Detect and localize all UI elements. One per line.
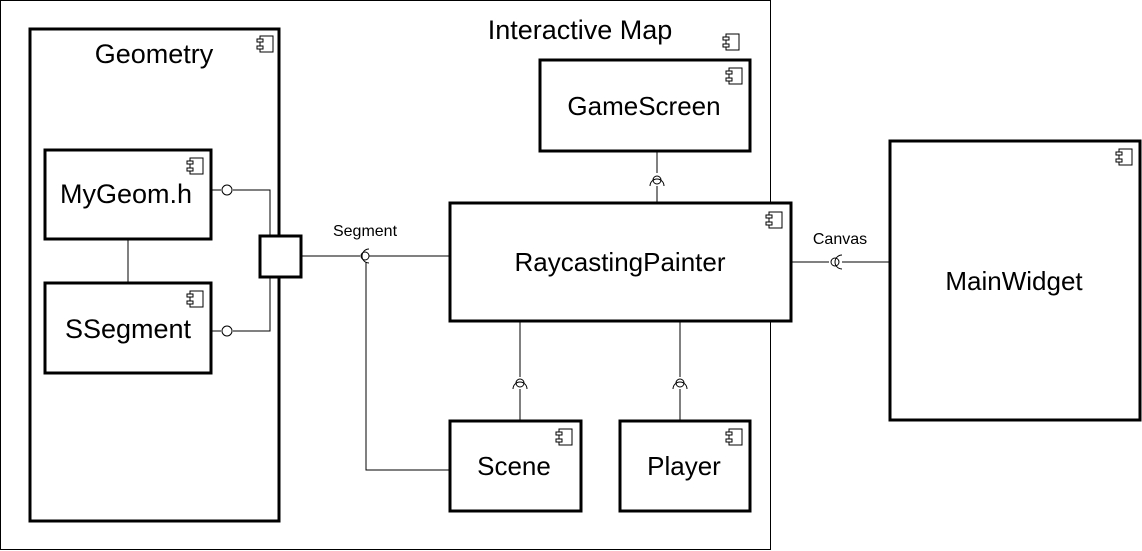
- scene-label: Scene: [477, 451, 551, 481]
- canvas-interface-label: Canvas: [813, 231, 867, 248]
- mygeom-component[interactable]: MyGeom.h: [43, 148, 213, 241]
- ssegment-component[interactable]: SSegment: [43, 281, 213, 375]
- ssegment-label: SSegment: [65, 314, 192, 344]
- gamescreen-component[interactable]: GameScreen: [538, 58, 752, 153]
- connectors: [127, 151, 890, 471]
- gamescreen-label: GameScreen: [567, 91, 720, 121]
- geometry-label: Geometry: [95, 39, 214, 69]
- raycasting-painter-component[interactable]: RaycastingPainter: [448, 201, 793, 323]
- scene-component[interactable]: Scene: [448, 419, 583, 513]
- ssegment-provided-interface-icon: [221, 325, 233, 337]
- interactive-map-label: Interactive Map: [488, 15, 673, 45]
- mainwidget-component[interactable]: MainWidget: [888, 139, 1142, 422]
- scene-socket-icon: [512, 381, 528, 390]
- player-component[interactable]: Player: [618, 419, 752, 513]
- player-label: Player: [647, 451, 721, 481]
- raycasting-painter-label: RaycastingPainter: [515, 247, 726, 277]
- canvas-socket-icon: [834, 254, 843, 270]
- player-socket-icon: [672, 381, 688, 390]
- geometry-port[interactable]: [258, 234, 303, 279]
- gamescreen-socket-icon: [649, 178, 665, 187]
- interface-symbols: [221, 175, 843, 390]
- segment-socket-icon: [361, 248, 370, 264]
- segment-interface-label: Segment: [333, 223, 398, 240]
- mygeom-label: MyGeom.h: [60, 179, 192, 209]
- geometry-package[interactable]: Geometry: [28, 27, 281, 523]
- mainwidget-label: MainWidget: [945, 266, 1083, 296]
- mygeom-provided-interface-icon: [221, 184, 233, 196]
- segment-ball-icon: [360, 251, 370, 261]
